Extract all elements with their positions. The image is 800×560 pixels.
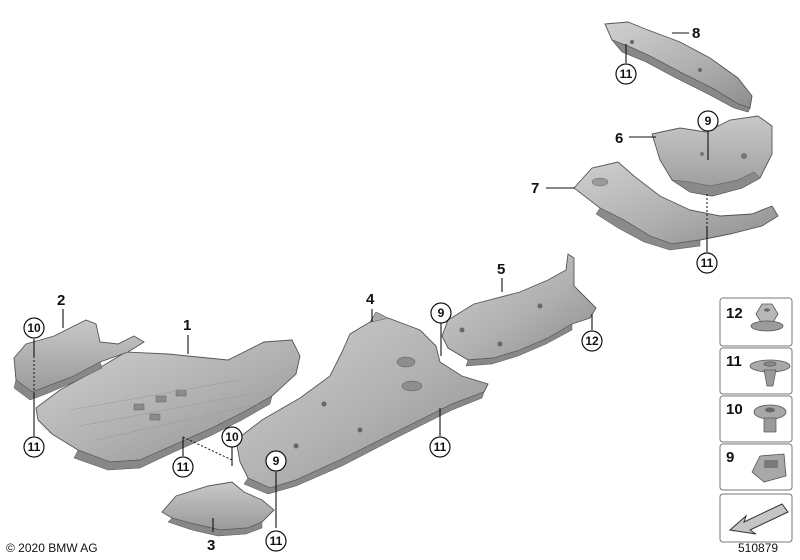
- arrow-icon: [728, 503, 789, 535]
- fastener-legend: 12 11 10: [719, 297, 793, 543]
- legend-item-10: 10: [719, 395, 793, 443]
- part-6-liner: [651, 115, 773, 197]
- svg-text:11: 11: [434, 440, 447, 454]
- callout-circles: 11 9 11 9 12 11 10 11 10 11 9 11: [23, 63, 719, 552]
- legend-item-9: 9: [719, 443, 793, 491]
- callout-10: 10: [23, 317, 45, 339]
- part-5-panel: [441, 253, 597, 367]
- part-label-2: 2: [57, 292, 65, 309]
- callout-11: 11: [265, 530, 287, 552]
- callout-12: 12: [581, 330, 603, 352]
- part-label-8: 8: [692, 25, 700, 42]
- callout-11: 11: [429, 436, 451, 458]
- callout-9: 9: [265, 450, 287, 472]
- svg-text:9: 9: [705, 114, 712, 128]
- part-label-3: 3: [207, 537, 215, 554]
- svg-text:12: 12: [585, 334, 599, 348]
- callout-11: 11: [172, 456, 194, 478]
- part-label-5: 5: [497, 261, 505, 278]
- part-7-shield: [573, 161, 779, 251]
- part-3-panel: [161, 481, 275, 537]
- part-4-panel: [235, 311, 489, 495]
- callout-10: 10: [221, 426, 243, 448]
- part-1-panel: [35, 339, 301, 471]
- part-number-labels: 8 6 7 5 4 1 2 3: [57, 25, 700, 554]
- part-label-1: 1: [183, 317, 191, 334]
- spring-nut-icon: [751, 453, 787, 483]
- svg-text:12: 12: [726, 305, 743, 322]
- callout-11: 11: [23, 436, 45, 458]
- callout-9: 9: [697, 110, 719, 132]
- svg-text:10: 10: [225, 430, 239, 444]
- legend-item-arrow: [719, 493, 793, 543]
- svg-text:10: 10: [726, 401, 743, 418]
- diagram-id: 510879: [738, 541, 779, 555]
- part-label-6: 6: [615, 130, 623, 147]
- svg-text:11: 11: [726, 353, 742, 370]
- part-8-shield: [604, 21, 753, 113]
- svg-text:9: 9: [438, 306, 445, 320]
- callout-9: 9: [430, 302, 452, 324]
- copyright-text: © 2020 BMW AG: [6, 541, 98, 555]
- svg-text:11: 11: [177, 460, 190, 474]
- expanding-rivet-icon: [749, 359, 791, 387]
- flange-nut-icon: [750, 303, 784, 332]
- part-label-7: 7: [531, 180, 539, 197]
- legend-item-11: 11: [719, 347, 793, 395]
- legend-item-12: 12: [719, 297, 793, 347]
- callout-11: 11: [696, 252, 718, 274]
- svg-text:9: 9: [273, 454, 280, 468]
- svg-text:11: 11: [28, 440, 41, 454]
- clip-nut-icon: [753, 404, 787, 433]
- part-2-panel: [13, 319, 145, 401]
- svg-text:11: 11: [701, 256, 714, 270]
- svg-text:9: 9: [726, 449, 734, 466]
- svg-text:10: 10: [27, 321, 41, 335]
- svg-text:11: 11: [270, 534, 283, 548]
- leader-lines: [33, 32, 709, 532]
- callout-11: 11: [615, 63, 637, 85]
- svg-text:11: 11: [620, 67, 633, 81]
- part-label-4: 4: [366, 291, 375, 308]
